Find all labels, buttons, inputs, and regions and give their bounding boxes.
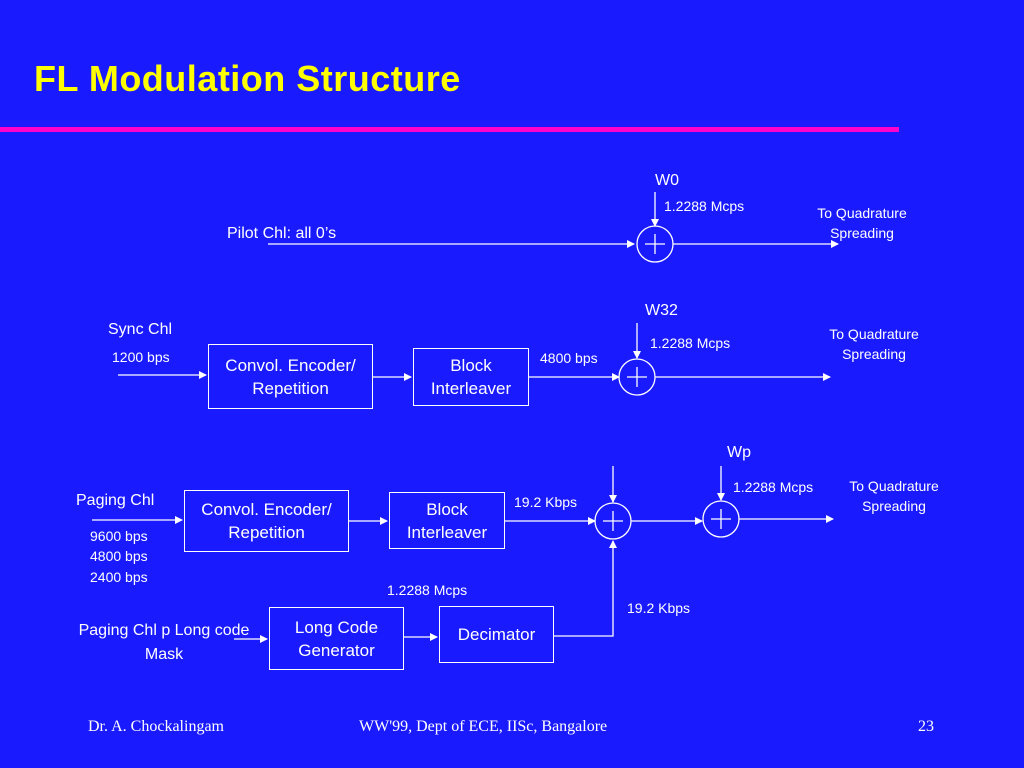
paging-rate-2: 4800 bps xyxy=(90,548,148,564)
w0-label: W0 xyxy=(655,172,679,189)
paging-rate-1: 9600 bps xyxy=(90,528,148,544)
w32-label: W32 xyxy=(645,302,678,319)
sync-chip-rate: 1.2288 Mcps xyxy=(650,335,731,351)
pilot-chip-rate: 1.2288 Mcps xyxy=(664,198,745,214)
paging-chip-rate: 1.2288 Mcps xyxy=(733,479,814,495)
title-divider xyxy=(0,127,899,132)
footer-author: Dr. A. Chockalingam xyxy=(88,718,224,735)
pilot-channel-label: Pilot Chl: all 0’s xyxy=(227,225,337,242)
sync-encoder-box: Convol. Encoder/ Repetition xyxy=(208,344,373,409)
long-code-mask-label: Paging Chl p Long code Mask xyxy=(78,622,250,663)
decimator-box: Decimator xyxy=(439,606,554,663)
slide-title: FL Modulation Structure xyxy=(34,58,461,99)
decimator-output-line xyxy=(554,540,617,637)
sync-rate: 1200 bps xyxy=(112,349,170,365)
paging-output-label: To Quadrature Spreading xyxy=(849,478,939,514)
paging-channel-label: Paging Chl xyxy=(76,492,155,509)
sync-channel-label: Sync Chl xyxy=(108,321,173,338)
sync-interleaver-rate: 4800 bps xyxy=(540,350,598,366)
pilot-output-label: To Quadrature Spreading xyxy=(817,205,907,241)
paging-interleaver-box: Block Interleaver xyxy=(389,492,505,549)
long-code-rate: 1.2288 Mcps xyxy=(387,582,468,598)
footer-event: WW'99, Dept of ECE, IISc, Bangalore xyxy=(359,718,608,735)
sync-output-label: To Quadrature Spreading xyxy=(829,326,919,362)
wp-label: Wp xyxy=(727,444,751,461)
decimator-rate: 19.2 Kbps xyxy=(627,600,691,616)
long-code-generator-box: Long Code Generator xyxy=(269,607,404,670)
paging-rate-3: 2400 bps xyxy=(90,569,148,585)
sync-interleaver-box: Block Interleaver xyxy=(413,348,529,406)
paging-encoder-box: Convol. Encoder/ Repetition xyxy=(184,490,349,552)
paging-interleaver-rate: 19.2 Kbps xyxy=(514,494,578,510)
footer-page-number: 23 xyxy=(918,718,934,735)
